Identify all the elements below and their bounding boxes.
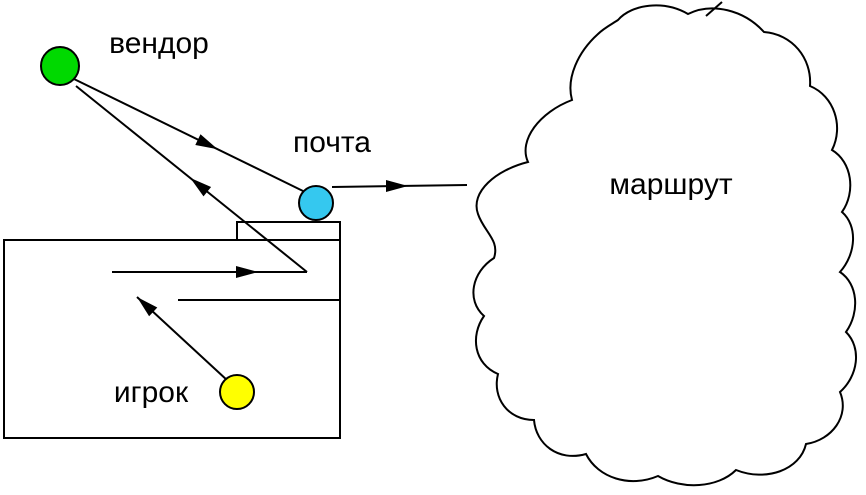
vendor-label: вендор — [109, 27, 209, 60]
arrow-vendor-to-mail-head — [195, 134, 218, 150]
building-outline — [3, 239, 341, 439]
arrow-mail-to-route-head — [386, 180, 408, 192]
arrow-building-to-vendor-head — [190, 177, 212, 197]
player-label: игрок — [114, 376, 189, 409]
arrow-player-head — [137, 297, 158, 317]
route-outline-gap-mark — [705, 1, 723, 17]
mail-node — [298, 185, 334, 221]
vendor-node — [40, 46, 80, 86]
route-label: маршрут — [609, 168, 732, 201]
player-node — [219, 374, 255, 410]
interior-path-upper-head — [236, 266, 258, 278]
building-step-outline — [236, 221, 341, 241]
route-region-outline — [472, 4, 858, 487]
arrow-vendor-to-mail-line — [73, 78, 304, 192]
mail-label: почта — [293, 126, 371, 159]
